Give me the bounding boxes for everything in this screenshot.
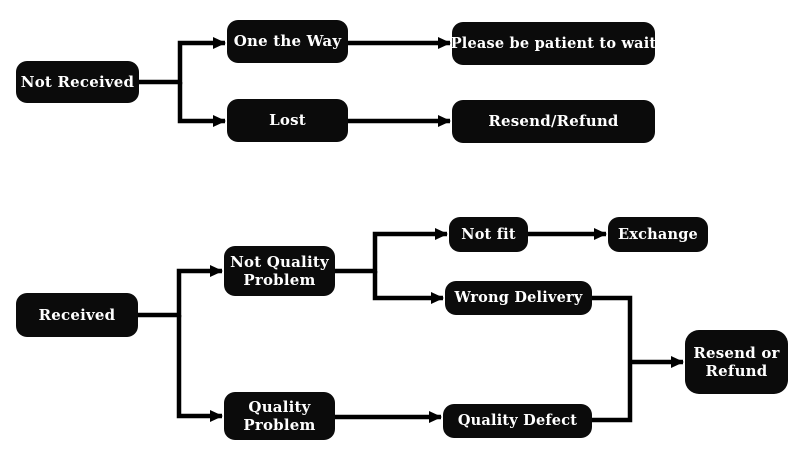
node-wrong-delivery: Wrong Delivery xyxy=(445,281,592,315)
edge-notreceived-oneway xyxy=(139,37,226,85)
edge-merge-vertical xyxy=(592,295,633,423)
node-resend-or-refund: Resend or Refund xyxy=(685,330,788,394)
node-please-be-patient: Please be patient to wait xyxy=(451,22,656,65)
node-lost: Lost xyxy=(227,99,348,142)
node-received: Received xyxy=(16,293,138,337)
edge-received-qualityproblem xyxy=(176,315,223,422)
edge-notquality-wrongdelivery xyxy=(372,271,444,304)
node-quality-defect: Quality Defect xyxy=(443,404,592,438)
node-one-the-way: One the Way xyxy=(227,20,348,63)
node-not-fit: Not fit xyxy=(449,217,528,252)
edge-notreceived-lost xyxy=(177,82,226,127)
node-resend-refund: Resend/Refund xyxy=(452,100,655,143)
node-exchange: Exchange xyxy=(608,217,708,252)
node-not-quality-problem: Not Quality Problem xyxy=(224,246,335,296)
node-not-received: Not Received xyxy=(16,61,139,103)
edge-notquality-notfit xyxy=(335,228,448,274)
edge-received-notquality xyxy=(138,265,223,318)
node-quality-problem: Quality Problem xyxy=(224,392,335,440)
